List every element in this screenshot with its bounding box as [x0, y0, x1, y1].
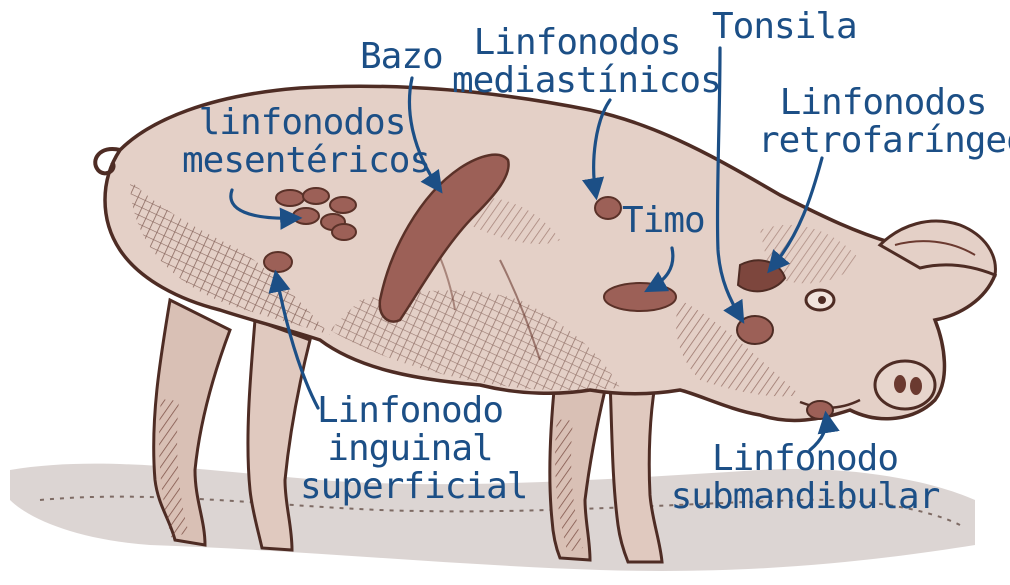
label-inguinal-line1: Linfonodo: [300, 392, 520, 430]
label-timo-text: Timo: [622, 202, 705, 240]
label-submandibular-line2: submandibular: [660, 478, 950, 516]
label-retrofaringeos-line2: retrofaríngeos: [758, 122, 1008, 160]
label-inguinal-line2: inguinal: [300, 430, 520, 468]
label-tonsila-text: Tonsila: [712, 8, 857, 46]
label-linfonodos-retrofaringeos: Linfonodos retrofaríngeos: [758, 84, 1008, 160]
label-linfonodo-submandibular: Linfonodo submandibular: [660, 440, 950, 516]
label-tonsila: Tonsila: [712, 8, 857, 46]
label-linfonodos-mediastinicos: Linfonodos mediastínicos: [452, 24, 702, 100]
label-bazo-text: Bazo: [360, 38, 443, 76]
label-linfonodo-inguinal: Linfonodo inguinal superficial: [300, 392, 520, 506]
label-mesentericos-line1: linfonodos: [182, 104, 422, 142]
label-mediastinicos-line1: Linfonodos: [452, 24, 702, 62]
label-timo: Timo: [622, 202, 705, 240]
label-mesentericos-line2: mesentéricos: [182, 142, 422, 180]
label-bazo: Bazo: [360, 38, 443, 76]
label-linfonodos-mesentericos: linfonodos mesentéricos: [182, 104, 422, 180]
label-inguinal-line3: superficial: [300, 468, 520, 506]
label-mediastinicos-line2: mediastínicos: [452, 62, 702, 100]
label-retrofaringeos-line1: Linfonodos: [758, 84, 1008, 122]
label-submandibular-line1: Linfonodo: [660, 440, 950, 478]
